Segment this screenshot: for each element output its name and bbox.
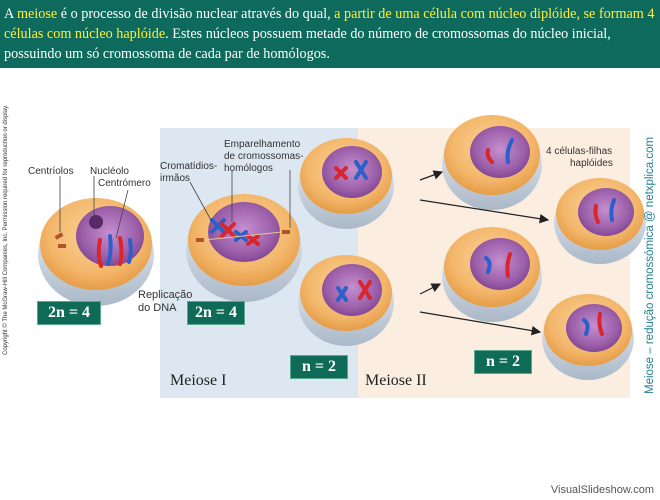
label-emparelhamento-1: Emparelhamento (224, 139, 301, 150)
cell-meiose1-top (298, 138, 394, 229)
label-filhas-1: 4 células-filhas (546, 146, 613, 157)
label-filhas-2: haplóides (570, 158, 613, 169)
header-text-part: A (4, 6, 18, 22)
label-cromatidios-1: Cromatídios- (160, 161, 218, 172)
cell-daughter-4 (542, 294, 634, 380)
phase-meiose-1: Meiose I (170, 372, 227, 389)
tag-diploid-b: 2n = 4 (187, 301, 245, 325)
tag-haploid-b: n = 2 (474, 350, 532, 374)
label-cromatidios-2: irmãos (160, 173, 191, 184)
label-replicacao-1: Replicação (138, 289, 193, 301)
cell-daughter-3 (442, 227, 542, 322)
label-centriolos: Centríolos (28, 166, 74, 177)
label-replicacao-2: do DNA (138, 302, 177, 314)
cell-daughter-2 (554, 178, 646, 264)
tag-diploid-a: 2n = 4 (37, 301, 101, 325)
header-text-part: é o processo de divisão nuclear através … (57, 6, 335, 22)
header-banner: A meiose é o processo de divisão nuclear… (0, 0, 660, 68)
footer-watermark: VisualSlideshow.com (550, 484, 654, 496)
label-nucleolo: Nucléolo (90, 166, 129, 177)
side-title: Meiose – redução cromossómica @ netxplic… (644, 136, 656, 394)
header-highlight: a partir de uma célula com núcleo diplói… (4, 6, 655, 42)
phase-meiose-2: Meiose II (365, 372, 427, 389)
tag-haploid-a: n = 2 (290, 355, 348, 379)
label-emparelhamento-3: homólogos (224, 163, 273, 174)
cell-interphase (38, 198, 154, 306)
label-leaders (59, 170, 291, 239)
header-text: A meiose é o processo de divisão nuclear… (4, 4, 658, 64)
header-keyword-meiose: meiose (17, 6, 58, 22)
label-emparelhamento-2: de cromossomas- (224, 151, 304, 162)
cell-daughter-1 (442, 115, 542, 210)
label-centromero: Centrómero (98, 178, 151, 189)
cell-prophase-I (186, 194, 302, 302)
cell-meiose1-bottom (298, 255, 394, 346)
process-arrows (419, 170, 550, 336)
copyright-notice: Copyright © The McGraw-Hill Companies, I… (3, 104, 9, 355)
header-text-part: . Estes núcleos possuem metade do número… (4, 26, 611, 62)
